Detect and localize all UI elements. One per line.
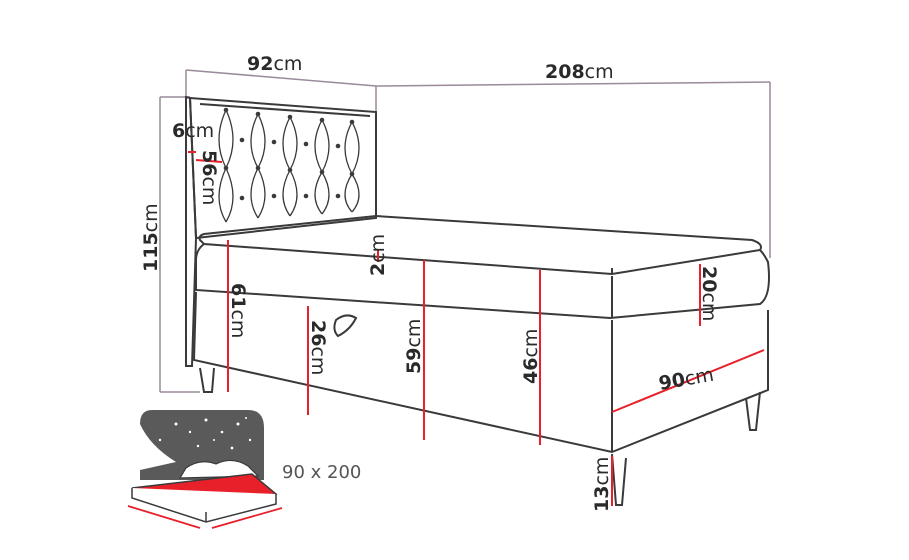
headboard	[185, 95, 377, 367]
dim-61: 61cm	[227, 283, 249, 338]
dimension-lines	[188, 151, 765, 506]
dim-26: 26cm	[307, 320, 329, 375]
guide-lines	[159, 69, 771, 393]
dim-208: 208cm	[545, 61, 614, 83]
dim-2: 2cm	[367, 234, 389, 276]
dim-92: 92cm	[247, 53, 302, 75]
sleeping-area-icon	[127, 410, 283, 529]
dim-6: 6cm	[172, 120, 214, 142]
dim-90: 90cm	[657, 364, 715, 395]
dim-56: 56cm	[198, 150, 220, 205]
dim-46: 46cm	[520, 329, 542, 384]
bed-body	[192, 214, 770, 506]
headboard-tufting	[218, 109, 360, 223]
tufting-buttons	[223, 107, 355, 201]
dim-13: 13cm	[591, 457, 613, 512]
sleeping-area-size: 90 x 200	[282, 462, 361, 483]
dim-115: 115cm	[140, 203, 162, 272]
dim-20: 20cm	[698, 266, 720, 321]
dim-59: 59cm	[403, 319, 425, 374]
star-icons	[158, 417, 252, 450]
